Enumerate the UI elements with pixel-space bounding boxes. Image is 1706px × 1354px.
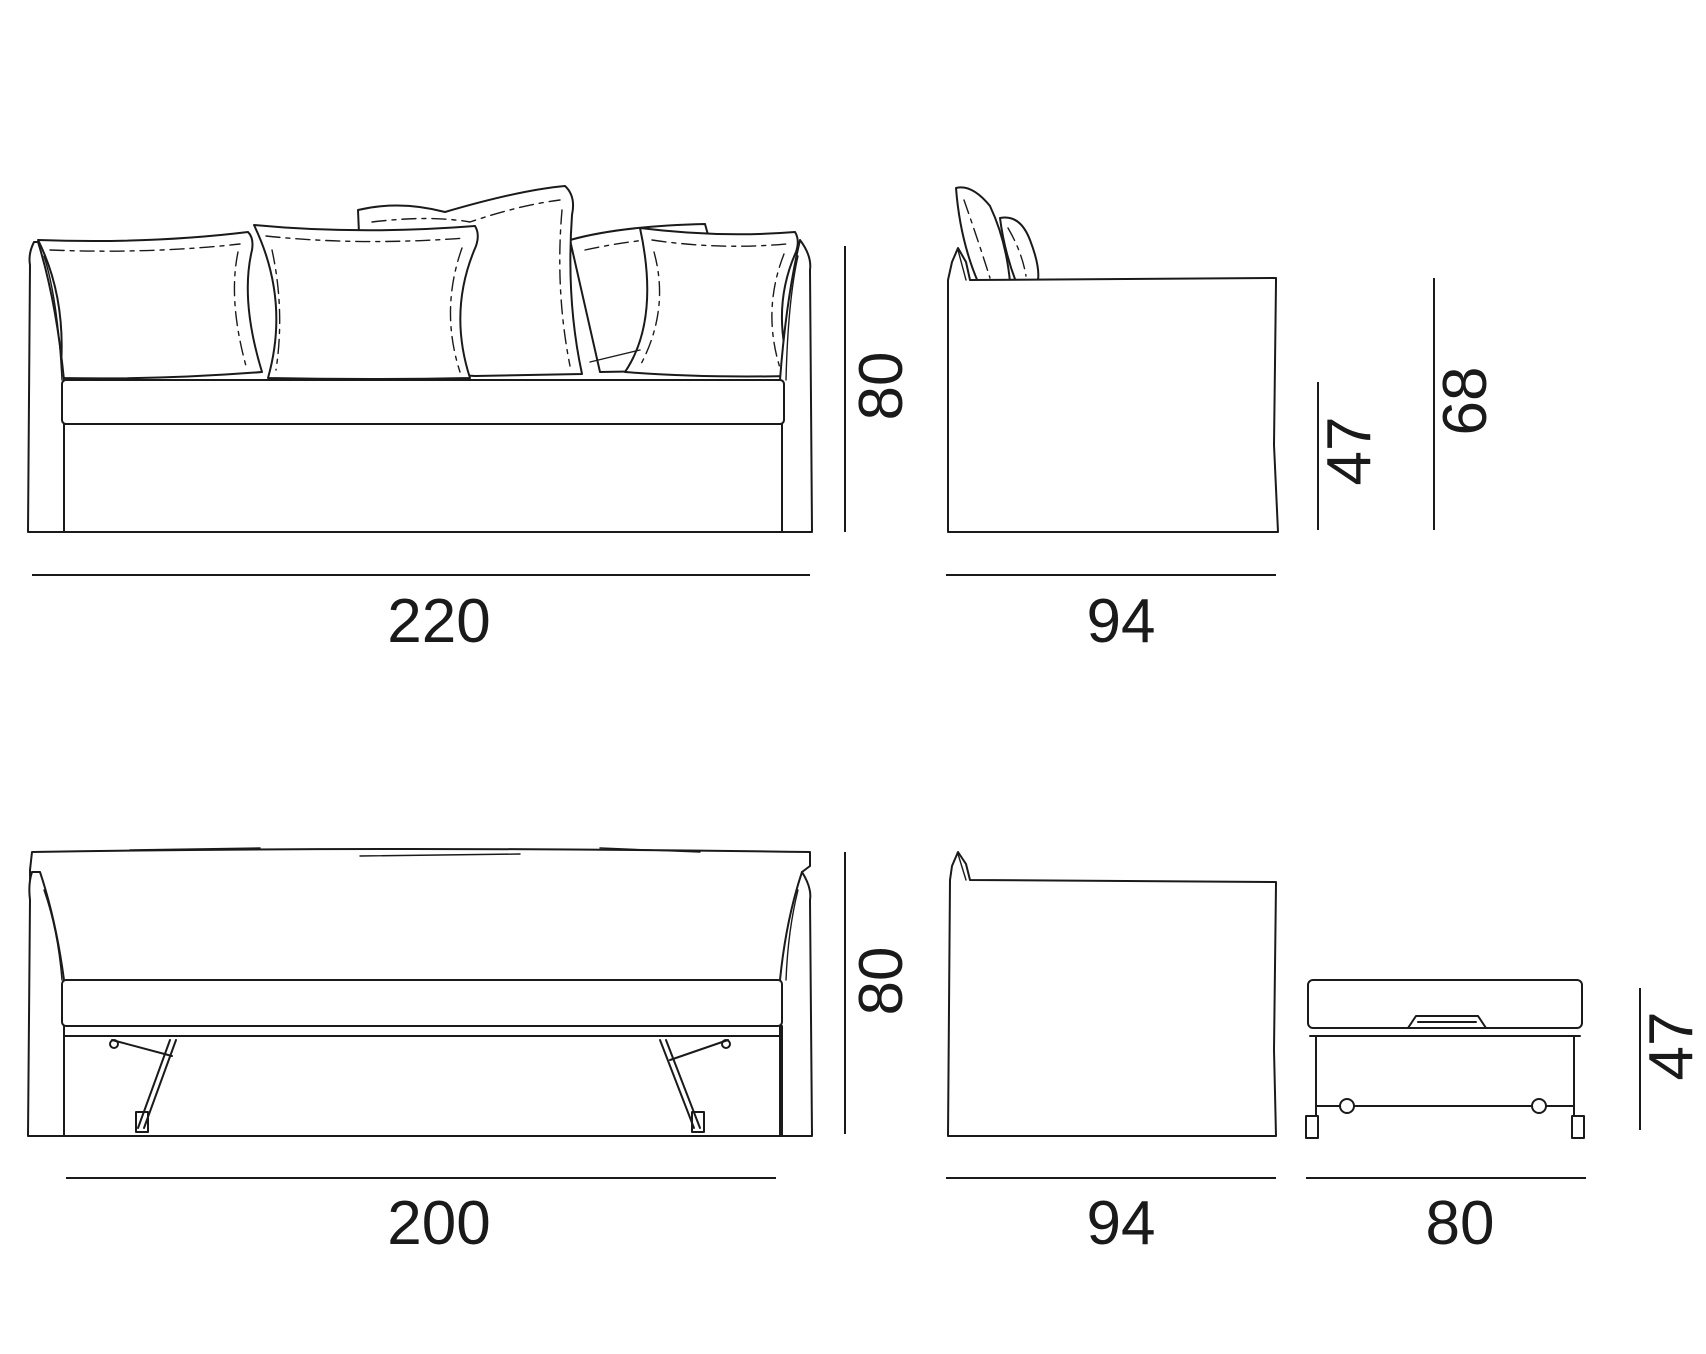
bed-side-view	[947, 851, 1277, 1137]
front-width-label: 220	[387, 587, 491, 656]
side-depth-label: 94	[1086, 587, 1156, 656]
bed-height-label: 80	[847, 946, 916, 1016]
bed-mechanism-right	[659, 1039, 731, 1133]
throw-pillow-center	[253, 224, 479, 380]
foldout-handle	[1407, 1015, 1487, 1029]
foldout-wheel-right	[1531, 1098, 1547, 1114]
foldout-wheel-left	[1339, 1098, 1355, 1114]
side-profile-body	[947, 247, 1279, 533]
bed-side-depth-label: 94	[1086, 1189, 1156, 1258]
bed-mechanism-left	[109, 1039, 177, 1133]
mattress-height-label: 47	[1637, 1011, 1706, 1081]
sofa-side-view	[947, 186, 1279, 533]
sofa-base	[63, 423, 783, 533]
side-pillow-front	[955, 186, 1011, 283]
bed-width-label: 200	[387, 1189, 491, 1258]
side-pillow-back	[999, 216, 1040, 283]
arm-height-label: 68	[1431, 366, 1500, 436]
front-height-label: 80	[847, 351, 916, 421]
foldout-mattress	[1307, 979, 1583, 1029]
bed-seat	[61, 979, 783, 1027]
foldout-mattress-view	[1305, 979, 1585, 1139]
mattress-depth-label: 80	[1425, 1189, 1495, 1258]
seat-height-label: 47	[1315, 416, 1384, 486]
sofa-bed-front-view	[27, 847, 813, 1137]
sofa-front-view	[27, 185, 813, 533]
throw-pillow-left	[37, 231, 263, 380]
seat-cushion	[61, 379, 785, 425]
